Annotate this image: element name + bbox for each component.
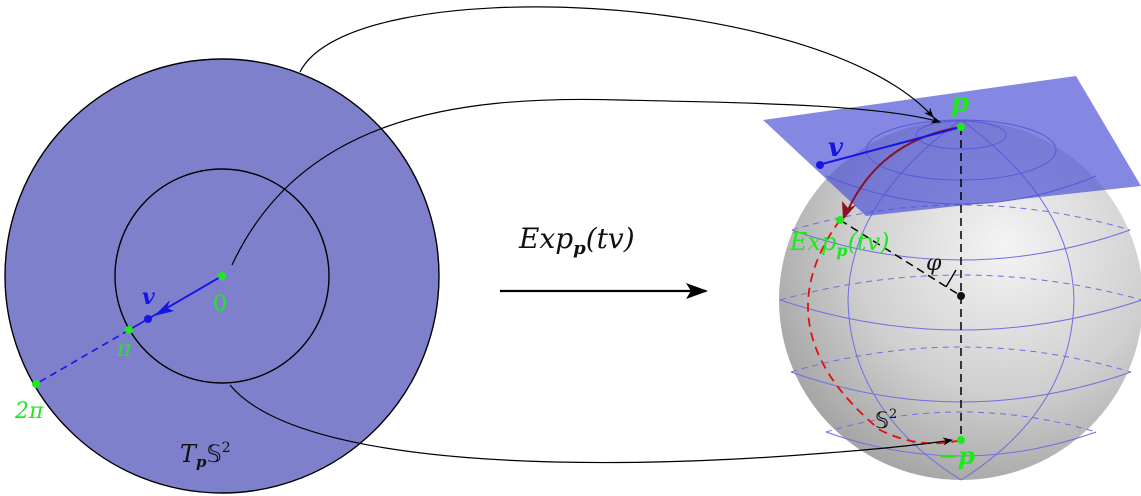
tangent-space-label: Tp𝕊2: [180, 440, 231, 471]
tangent-space-disk-group: [4, 58, 440, 494]
vector-v-right-tip: [816, 161, 824, 169]
north-point-label: p: [951, 88, 969, 118]
pi-point: [125, 326, 133, 334]
curve-origin-to-north: [231, 98, 941, 266]
center-dot: [957, 292, 965, 300]
geodesic-arrowhead: [842, 201, 856, 220]
tangent-plane: [763, 76, 1141, 216]
exp-point-label: Expp(tv): [789, 228, 890, 260]
injectivity-circle: [114, 168, 330, 384]
south-point: [957, 436, 965, 444]
curve-boundary-to-north: [299, 6, 934, 118]
map-label: Expp(tv): [518, 222, 635, 259]
vector-label-right: v: [828, 133, 844, 163]
radius-to-exp-point: [839, 219, 962, 297]
vector-v-left: [159, 275, 223, 313]
curve-circle-to-south: [229, 384, 953, 464]
angle-label: φ: [926, 251, 942, 276]
vector-label-left: v: [142, 284, 155, 310]
vector-v-left-arrowhead: [154, 300, 174, 316]
origin-label: 0: [213, 292, 227, 317]
pi-label: π: [116, 337, 132, 362]
origin-point: [218, 272, 226, 280]
vector-tip-dot: [144, 315, 152, 323]
vector-v-right: [821, 126, 962, 165]
sphere-label: 𝕊2: [875, 407, 897, 434]
north-point: [957, 123, 965, 131]
angle-mark: [945, 269, 957, 288]
two-pi-point: [32, 380, 40, 388]
exp-point: [836, 216, 844, 224]
two-pi-label: 2π: [14, 399, 44, 424]
south-point-label: −p: [938, 441, 975, 470]
ray-dashed-extension: [35, 329, 130, 385]
